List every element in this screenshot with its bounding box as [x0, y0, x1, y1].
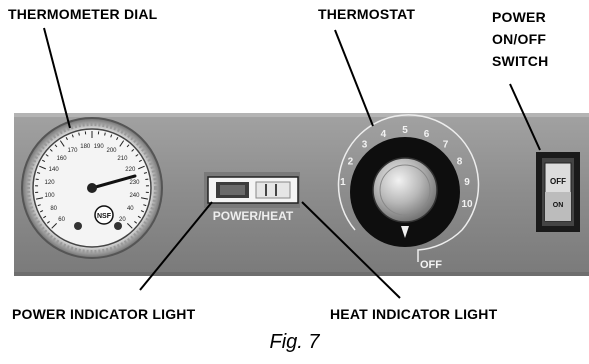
- thermostat: 123 4 5 6 789 10 OFF: [337, 114, 480, 271]
- dial-scale-number: 120: [45, 180, 56, 186]
- dial-tick: [104, 132, 106, 136]
- thermostat-scale-number: 6: [424, 129, 430, 140]
- dial-tick: [134, 221, 138, 224]
- thermostat-scale-number: 7: [443, 140, 449, 151]
- dial-tick: [143, 172, 147, 174]
- thermostat-pointer: [401, 226, 409, 238]
- thermostat-scale-number: 1: [340, 177, 346, 188]
- power-switch-label-line2: ON/OFF: [492, 31, 547, 47]
- dial-tick: [42, 159, 46, 163]
- dial-tick: [43, 215, 47, 219]
- thermostat-scale-number: 8: [457, 157, 463, 168]
- dial-scale-number: 190: [94, 144, 105, 150]
- dial-tick: [51, 223, 57, 229]
- dial-tick: [137, 215, 141, 219]
- dial-tick: [135, 154, 139, 157]
- thermostat-scale-number: 4: [381, 129, 387, 140]
- dial-tick: [59, 140, 65, 147]
- dial-tick: [116, 136, 119, 141]
- nsf-logo: [94, 205, 114, 225]
- thermostat-scale-number: 3: [362, 140, 368, 151]
- dial-tick: [126, 144, 130, 148]
- dial-scale-number: 200: [107, 148, 118, 154]
- dial-scale-number: 60: [58, 217, 65, 223]
- dial-needle: [90, 174, 137, 190]
- dial-tick: [37, 204, 41, 207]
- dial-tick: [138, 159, 142, 163]
- dial-tick: [143, 204, 147, 207]
- dial-scale-number: 210: [117, 156, 128, 162]
- dial-tick: [138, 165, 145, 170]
- thermostat-off-label: OFF: [420, 259, 442, 271]
- thermostat-scale-number: 9: [464, 177, 470, 188]
- dial-tick: [140, 210, 144, 213]
- dial-scale-number: 240: [129, 193, 140, 199]
- heat-indicator-light: [255, 181, 291, 199]
- dial-tick: [140, 197, 149, 200]
- dial-scale-number: 100: [45, 193, 56, 199]
- figure-caption: Fig. 7: [269, 331, 320, 353]
- power-switch-label: POWER ON/OFF SWITCH: [492, 6, 548, 72]
- thermometer-dial-label: THERMOMETER DIAL: [8, 6, 158, 22]
- power-switch-label-line1: POWER: [492, 9, 546, 25]
- dial-tick: [110, 134, 113, 138]
- dial-scale-number: 220: [125, 167, 136, 173]
- dial-tick: [40, 210, 44, 213]
- dial-scale-number: 180: [80, 144, 91, 150]
- dial-scale-number: 140: [49, 167, 60, 173]
- dial-scale-number: 170: [67, 148, 78, 154]
- thermostat-scale-number: 5: [402, 125, 408, 136]
- dial-tick: [54, 144, 58, 148]
- switch-on-label: ON: [553, 202, 564, 209]
- power-heat-text: POWER/HEAT: [213, 209, 294, 223]
- dial-scale-number: 20: [119, 217, 126, 223]
- dial-scale-number: 230: [129, 180, 140, 186]
- thermostat-label: THERMOSTAT: [318, 6, 416, 22]
- dial-scale-number: 160: [57, 156, 68, 162]
- dial-tick: [45, 154, 49, 157]
- dial-tick: [39, 165, 46, 170]
- nsf-logo-text: NSF: [97, 213, 112, 220]
- dial-tick: [71, 134, 74, 138]
- dial-tick: [46, 221, 50, 224]
- dial-tick: [127, 223, 133, 229]
- power-indicator-light-label: POWER INDICATOR LIGHT: [12, 306, 196, 322]
- power-switch[interactable]: OFF ON: [536, 152, 580, 232]
- dial-tick: [78, 132, 80, 136]
- dial-tick: [35, 197, 44, 200]
- indicator-lights: POWER/HEAT: [204, 172, 300, 223]
- dial-tick: [37, 172, 41, 174]
- dial-tick: [65, 136, 68, 141]
- leader-lines: [43, 27, 541, 299]
- power-switch-label-line3: SWITCH: [492, 53, 549, 69]
- thermostat-scale-number: 10: [461, 199, 473, 210]
- heat-indicator-light-label: HEAT INDICATOR LIGHT: [330, 306, 498, 322]
- dial-scale-number: 80: [50, 206, 57, 212]
- thermostat-scale-number: 2: [348, 157, 354, 168]
- dial-tick: [119, 140, 125, 147]
- dial-scale-number: 40: [127, 206, 134, 212]
- switch-off-label: OFF: [550, 177, 566, 186]
- dial-tick: [131, 148, 135, 152]
- thermostat-knob[interactable]: [372, 157, 438, 223]
- dial-tick: [49, 148, 53, 152]
